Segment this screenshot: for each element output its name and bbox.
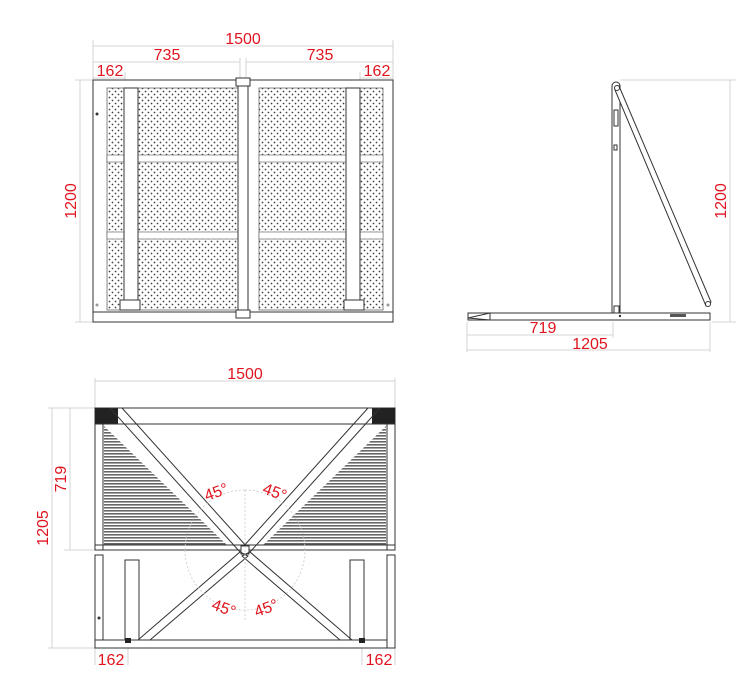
front-right-panel-width-label: 735 [307,47,334,64]
angle-arcs [184,489,306,620]
top-view: 1500 719 1205 45° 45° 45° 45° 162 162 [35,366,396,669]
front-left-post-offset-label: 162 [97,63,124,80]
front-height-label: 1200 [63,183,80,219]
side-height-label: 1200 [713,183,730,219]
front-view: 1500 735 735 162 162 1200 [63,31,394,323]
front-left-panel-width-label: 735 [154,47,181,64]
angle-bottom-left-label: 45° [209,597,238,621]
top-right-post-offset-label: 162 [366,652,393,669]
front-frame [92,77,394,323]
top-left-post-offset-label: 162 [98,652,125,669]
side-dimension-lines [466,79,736,352]
top-dimension-lines [48,378,396,665]
front-right-post-offset-label: 162 [364,63,391,80]
side-base-to-post-label: 719 [530,320,557,337]
front-dimension-lines [75,40,394,323]
front-width-label: 1500 [225,31,261,48]
top-platform-depth-label: 719 [53,466,70,493]
angle-bottom-right-label: 45° [252,597,281,621]
side-base-length-label: 1205 [572,336,608,353]
top-overall-depth-label: 1205 [35,510,52,546]
top-width-label: 1500 [227,366,263,383]
side-frame [467,81,712,321]
side-view: 1200 719 1205 [466,79,736,353]
